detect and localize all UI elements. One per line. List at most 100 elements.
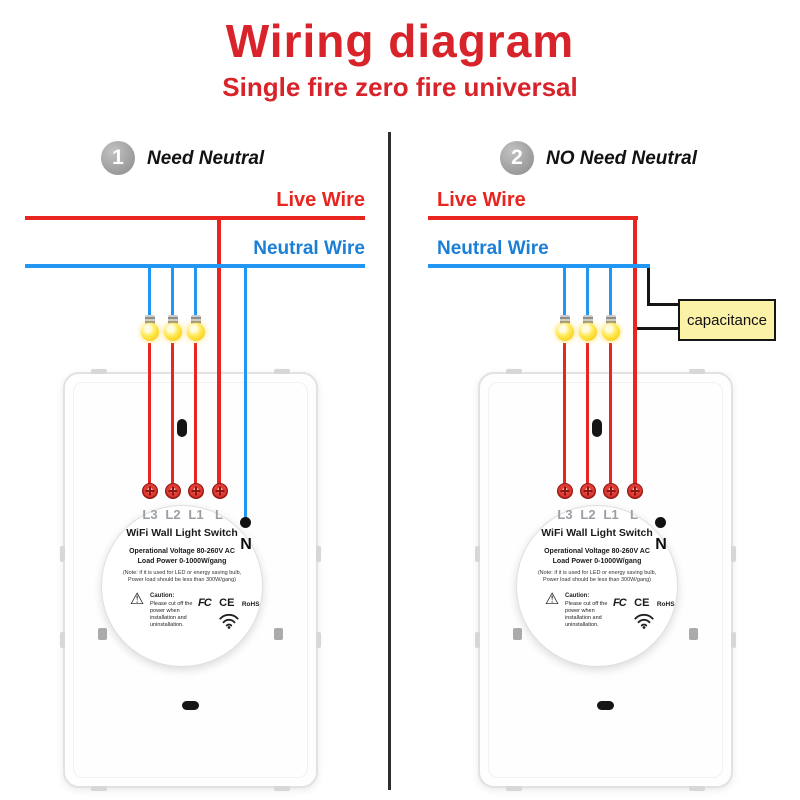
terminal-label-l3: L3 bbox=[142, 507, 158, 522]
load-wire-bulb2 bbox=[586, 343, 589, 485]
side-tab-icon bbox=[60, 632, 65, 648]
capacitance-box: capacitance bbox=[678, 299, 776, 341]
terminal-l3-icon bbox=[557, 483, 573, 499]
side-tab-icon bbox=[316, 632, 321, 648]
mount-notch-icon bbox=[506, 786, 522, 791]
step-2-badge: 2 bbox=[500, 141, 534, 175]
side-tab-icon bbox=[475, 546, 480, 562]
live-wire-label: Live Wire bbox=[437, 189, 526, 211]
neutral-terminal-dot bbox=[240, 517, 251, 528]
mount-notch-icon bbox=[506, 369, 522, 374]
bulb-globe-icon bbox=[556, 323, 574, 341]
light-bulb bbox=[578, 315, 598, 341]
capacitor-lead-bottom bbox=[636, 327, 678, 330]
bulb-globe-icon bbox=[164, 323, 182, 341]
device-note-line2: Power load should be less than 300W/gang… bbox=[543, 577, 651, 583]
neutral-terminal-label: N bbox=[655, 536, 667, 553]
page-subtitle: Single fire zero fire universal bbox=[222, 72, 578, 102]
step-1-label: Need Neutral bbox=[147, 148, 265, 169]
step-1-number: 1 bbox=[112, 146, 124, 169]
light-bulb bbox=[140, 315, 160, 341]
live-wire-horizontal bbox=[25, 216, 365, 220]
screw-slot-icon bbox=[592, 419, 602, 437]
load-wire-bulb3 bbox=[194, 343, 197, 485]
terminal-l-icon bbox=[627, 483, 643, 499]
neutral-drop-to-n bbox=[244, 267, 247, 523]
switch-touch-dial: WiFi Wall Light Switch Operational Volta… bbox=[516, 505, 678, 667]
live-wire-horizontal bbox=[428, 216, 638, 220]
side-tab-icon bbox=[731, 546, 736, 562]
terminal-label-l1: L1 bbox=[188, 507, 204, 522]
terminal-label-l3: L3 bbox=[557, 507, 573, 522]
fcc-mark: FC bbox=[613, 597, 627, 609]
caution-text: Caution: Please cut off the power when i… bbox=[565, 593, 619, 629]
step-1-badge: 1 bbox=[101, 141, 135, 175]
page-title: Wiring diagram bbox=[225, 15, 575, 67]
ce-mark: CE bbox=[634, 597, 650, 609]
terminal-l3-icon bbox=[142, 483, 158, 499]
caution-body: Please cut off the power when installati… bbox=[565, 600, 608, 629]
neutral-wire-label: Neutral Wire bbox=[253, 238, 365, 259]
capacitor-lead-vertical bbox=[647, 267, 650, 306]
neutral-drop-bulb1 bbox=[563, 267, 566, 318]
light-bulb bbox=[163, 315, 183, 341]
indicator-light bbox=[597, 701, 614, 710]
certification-marks: FC CE RoHS bbox=[613, 593, 675, 611]
terminal-l2-icon bbox=[165, 483, 181, 499]
terminal-label-l: L bbox=[630, 507, 638, 522]
mount-notch-icon bbox=[274, 786, 290, 791]
center-divider-line bbox=[388, 132, 391, 790]
clip-icon bbox=[513, 628, 522, 640]
capacitance-label: capacitance bbox=[686, 311, 768, 329]
load-wire-bulb1 bbox=[148, 343, 151, 485]
bulb-globe-icon bbox=[602, 323, 620, 341]
terminal-label-l2: L2 bbox=[165, 507, 181, 522]
bulb-base-icon bbox=[606, 315, 616, 324]
side-tab-icon bbox=[316, 546, 321, 562]
side-tab-icon bbox=[475, 632, 480, 648]
mount-notch-icon bbox=[689, 786, 705, 791]
device-power-spec: Load Power 0-1000W/gang bbox=[552, 558, 642, 565]
live-wire-drop-to-l bbox=[217, 218, 221, 485]
bulb-base-icon bbox=[168, 315, 178, 324]
neutral-terminal-dot bbox=[655, 517, 666, 528]
bulb-globe-icon bbox=[579, 323, 597, 341]
terminal-l2-icon bbox=[580, 483, 596, 499]
neutral-drop-bulb1 bbox=[148, 267, 151, 318]
neutral-drop-bulb2 bbox=[586, 267, 589, 318]
side-tab-icon bbox=[60, 546, 65, 562]
neutral-terminal-label: N bbox=[240, 536, 252, 553]
wifi-icon bbox=[634, 614, 654, 629]
live-wire-label: Live Wire bbox=[276, 189, 365, 211]
load-wire-bulb2 bbox=[171, 343, 174, 485]
smart-switch-right: L3 L2 L1 L N WiFi Wall Light Switch Oper… bbox=[475, 369, 736, 791]
terminal-label-l: L bbox=[215, 507, 223, 522]
bulb-globe-icon bbox=[187, 323, 205, 341]
clip-icon bbox=[689, 628, 698, 640]
neutral-wire-label: Neutral Wire bbox=[437, 238, 549, 259]
smart-switch-left: L3 L2 L1 L N WiFi Wall Light Switch Oper… bbox=[60, 369, 321, 791]
terminal-label-l2: L2 bbox=[580, 507, 596, 522]
rohs-mark: RoHS bbox=[656, 601, 675, 608]
load-wire-bulb1 bbox=[563, 343, 566, 485]
step-2-number: 2 bbox=[511, 146, 523, 169]
mount-notch-icon bbox=[91, 786, 107, 791]
mount-notch-icon bbox=[91, 369, 107, 374]
mount-notch-icon bbox=[689, 369, 705, 374]
step-2-label: NO Need Neutral bbox=[546, 148, 697, 169]
neutral-drop-bulb3 bbox=[194, 267, 197, 318]
light-bulb bbox=[186, 315, 206, 341]
terminal-l1-icon bbox=[603, 483, 619, 499]
bulb-base-icon bbox=[583, 315, 593, 324]
mount-notch-icon bbox=[274, 369, 290, 374]
terminal-label-l1: L1 bbox=[603, 507, 619, 522]
device-note-line1: (Note: if it is used for LED or energy s… bbox=[537, 570, 657, 576]
neutral-wire-horizontal bbox=[25, 264, 365, 268]
warning-icon: ⚠ bbox=[544, 591, 560, 608]
capacitor-lead-top bbox=[647, 303, 678, 306]
bulb-base-icon bbox=[560, 315, 570, 324]
live-wire-drop-to-l bbox=[633, 218, 637, 485]
